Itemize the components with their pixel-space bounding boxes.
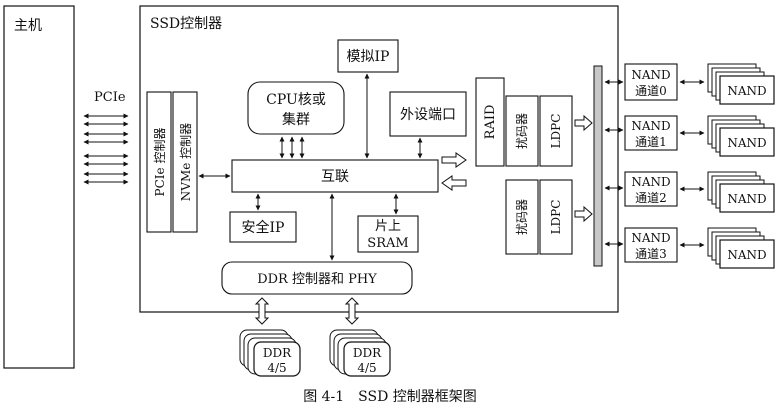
- interconnect-label: 互联: [321, 169, 349, 185]
- ldpc-box-2: [539, 179, 573, 255]
- nand-channel-box: [624, 171, 678, 207]
- scrambler-label-1: 扰码器: [515, 113, 529, 149]
- nvme-controller-box: [172, 91, 198, 233]
- raid-label: RAID: [483, 105, 498, 140]
- die-connectors: [679, 79, 705, 248]
- pcie-bus-label: PCIe: [94, 90, 126, 105]
- nand-channel-3: NAND 通道3: [624, 227, 678, 263]
- ddr-link-left: [254, 297, 270, 325]
- pcie-lanes: [83, 113, 129, 185]
- ldpc-label-2: LDPC: [549, 200, 563, 235]
- ldpc2-to-bus-arrow: [574, 205, 593, 223]
- backend-to-interconnect-arrow: [441, 175, 467, 191]
- nand-channel-id: 通道2: [635, 191, 667, 205]
- nand-die-stack-0: NAND: [707, 63, 775, 105]
- cpu-label-line2: 集群: [282, 111, 310, 128]
- nand-die-stack-2: NAND: [707, 171, 775, 213]
- nand-channel-1: NAND 通道1: [624, 115, 678, 151]
- ddr-controller-label: DDR 控制器和 PHY: [257, 272, 377, 287]
- scrambler-box-1: [505, 95, 539, 167]
- nand-channel-box: [624, 115, 678, 151]
- peripheral-port-label: 外设端口: [400, 107, 456, 123]
- channel-connectors: [604, 79, 624, 247]
- nand-die-label: NAND: [727, 136, 766, 150]
- internal-connectors: [198, 73, 423, 261]
- cpu-label-line1: CPU核或: [266, 92, 326, 108]
- interconnect-to-backend-arrow: [441, 152, 467, 168]
- analog-ip-box: [337, 39, 399, 73]
- nand-channel-id: 通道3: [635, 247, 667, 261]
- nand-channel-name: NAND: [631, 119, 670, 133]
- figure-caption: 图 4-1 SSD 控制器框架图: [303, 389, 477, 405]
- pcie-controller-box: [146, 91, 172, 233]
- interconnect-box: [231, 159, 439, 193]
- ddr-chip-label-line2: 4/5: [267, 361, 286, 375]
- pcie-controller-label: PCIe 控制器: [153, 128, 167, 197]
- ssd-controller-title: SSD控制器: [150, 16, 222, 32]
- ddr-link-right: [344, 297, 360, 325]
- scrambler-box-2: [505, 179, 539, 255]
- host-label: 主机: [14, 18, 42, 34]
- nand-die-stack-1: NAND: [707, 115, 775, 157]
- nand-channel-2: NAND 通道2: [624, 171, 678, 207]
- host-box: [3, 5, 75, 369]
- cpu-cluster-box: [247, 81, 345, 135]
- analog-ip-label: 模拟IP: [347, 49, 390, 65]
- security-ip-label: 安全IP: [242, 219, 285, 236]
- ldpc1-to-bus-arrow: [574, 114, 593, 132]
- ddr-chip-stack-left: DDR 4/5: [239, 329, 301, 377]
- nand-channel-0: NAND 通道0: [624, 63, 678, 101]
- onchip-sram-box: [357, 215, 419, 253]
- ddr-chip-label-line2: 4/5: [357, 361, 376, 375]
- nand-channel-name: NAND: [631, 68, 670, 82]
- ldpc-box-1: [539, 95, 573, 167]
- nand-channel-name: NAND: [631, 231, 670, 245]
- nand-channel-name: NAND: [631, 175, 670, 189]
- nand-die-label: NAND: [727, 84, 766, 98]
- onchip-sram-label-line1: 片上: [375, 219, 401, 234]
- nand-die-stack-3: NAND: [707, 227, 775, 269]
- nand-die-label: NAND: [727, 248, 766, 262]
- ldpc-label-1: LDPC: [549, 114, 563, 149]
- onchip-sram-label-line2: SRAM: [367, 236, 408, 251]
- nand-channel-box: [624, 63, 678, 101]
- ddr-controller-box: [221, 261, 413, 295]
- ddr-chip-label-line1: DDR: [353, 346, 382, 360]
- ddr-chip-label-line1: DDR: [263, 346, 292, 360]
- ddr-chip-stack-right: DDR 4/5: [329, 329, 391, 377]
- nand-channel-box: [624, 227, 678, 263]
- peripheral-port-box: [389, 91, 467, 137]
- flash-bus-bar: [593, 65, 603, 267]
- nvme-controller-label: NVMe 控制器: [179, 123, 193, 201]
- security-ip-box: [229, 211, 297, 243]
- scrambler-label-2: 扰码器: [515, 199, 529, 235]
- nand-die-label: NAND: [727, 192, 766, 206]
- raid-box: [475, 77, 505, 167]
- nand-channel-id: 通道1: [635, 135, 667, 149]
- nand-channel-id: 通道0: [635, 84, 667, 98]
